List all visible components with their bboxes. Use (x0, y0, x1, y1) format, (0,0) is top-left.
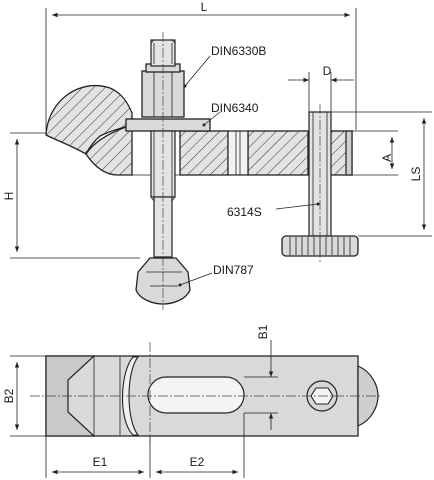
clamp-arm-section-left (179, 130, 229, 176)
dim-label-B1: B1 (256, 324, 270, 339)
callout-din787: DIN787 (213, 263, 254, 277)
dim-label-A: A (380, 154, 394, 162)
dim-label-E2: E2 (190, 455, 205, 469)
dim-label-E1: E1 (93, 455, 108, 469)
callout-din6340: DIN6340 (211, 101, 259, 115)
dim-label-LS: LS (409, 167, 423, 182)
plan-slot (147, 376, 245, 414)
washer-din6340 (125, 118, 211, 132)
clamp-arm-section-right (247, 130, 309, 176)
clamp-arm-end (345, 130, 353, 176)
clamp-plan-arc (121, 356, 140, 436)
callout-6314s: 6314S (227, 205, 262, 219)
dim-label-B2: B2 (2, 388, 16, 403)
slot-gap (227, 130, 249, 176)
side-view: L D A LS H DIN6330B DIN6340 DIN787 (2, 0, 432, 310)
top-view: B2 B1 E1 E2 (2, 324, 380, 478)
dim-label-L: L (201, 0, 208, 14)
callout-din6330b: DIN6330B (211, 44, 266, 58)
dim-label-D: D (323, 64, 332, 78)
dim-label-H: H (2, 192, 16, 201)
